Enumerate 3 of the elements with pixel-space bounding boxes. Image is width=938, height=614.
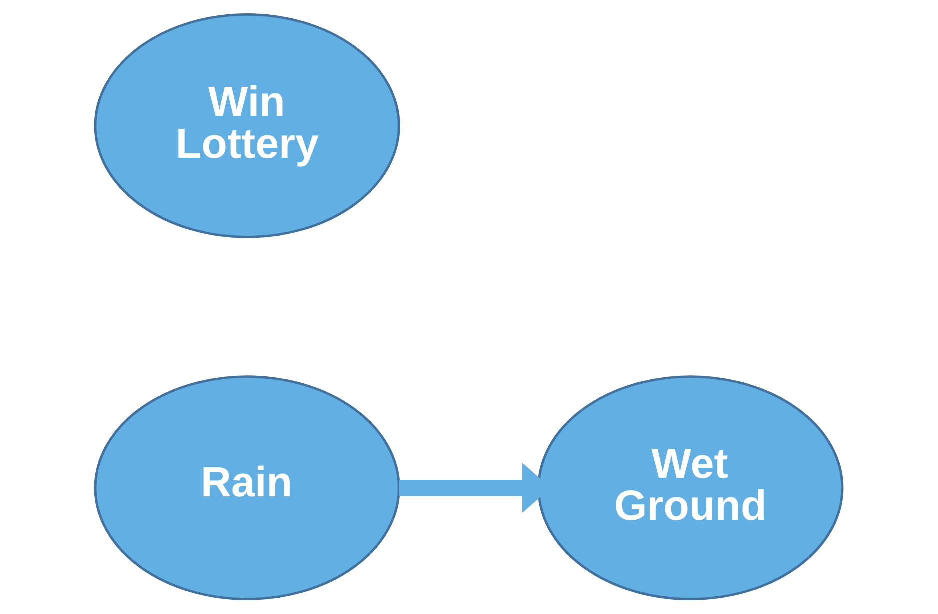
node-ellipse: Rain <box>94 376 400 601</box>
node-ellipse: Wet Ground <box>538 376 844 601</box>
node-ellipse: Win Lottery <box>94 13 400 238</box>
